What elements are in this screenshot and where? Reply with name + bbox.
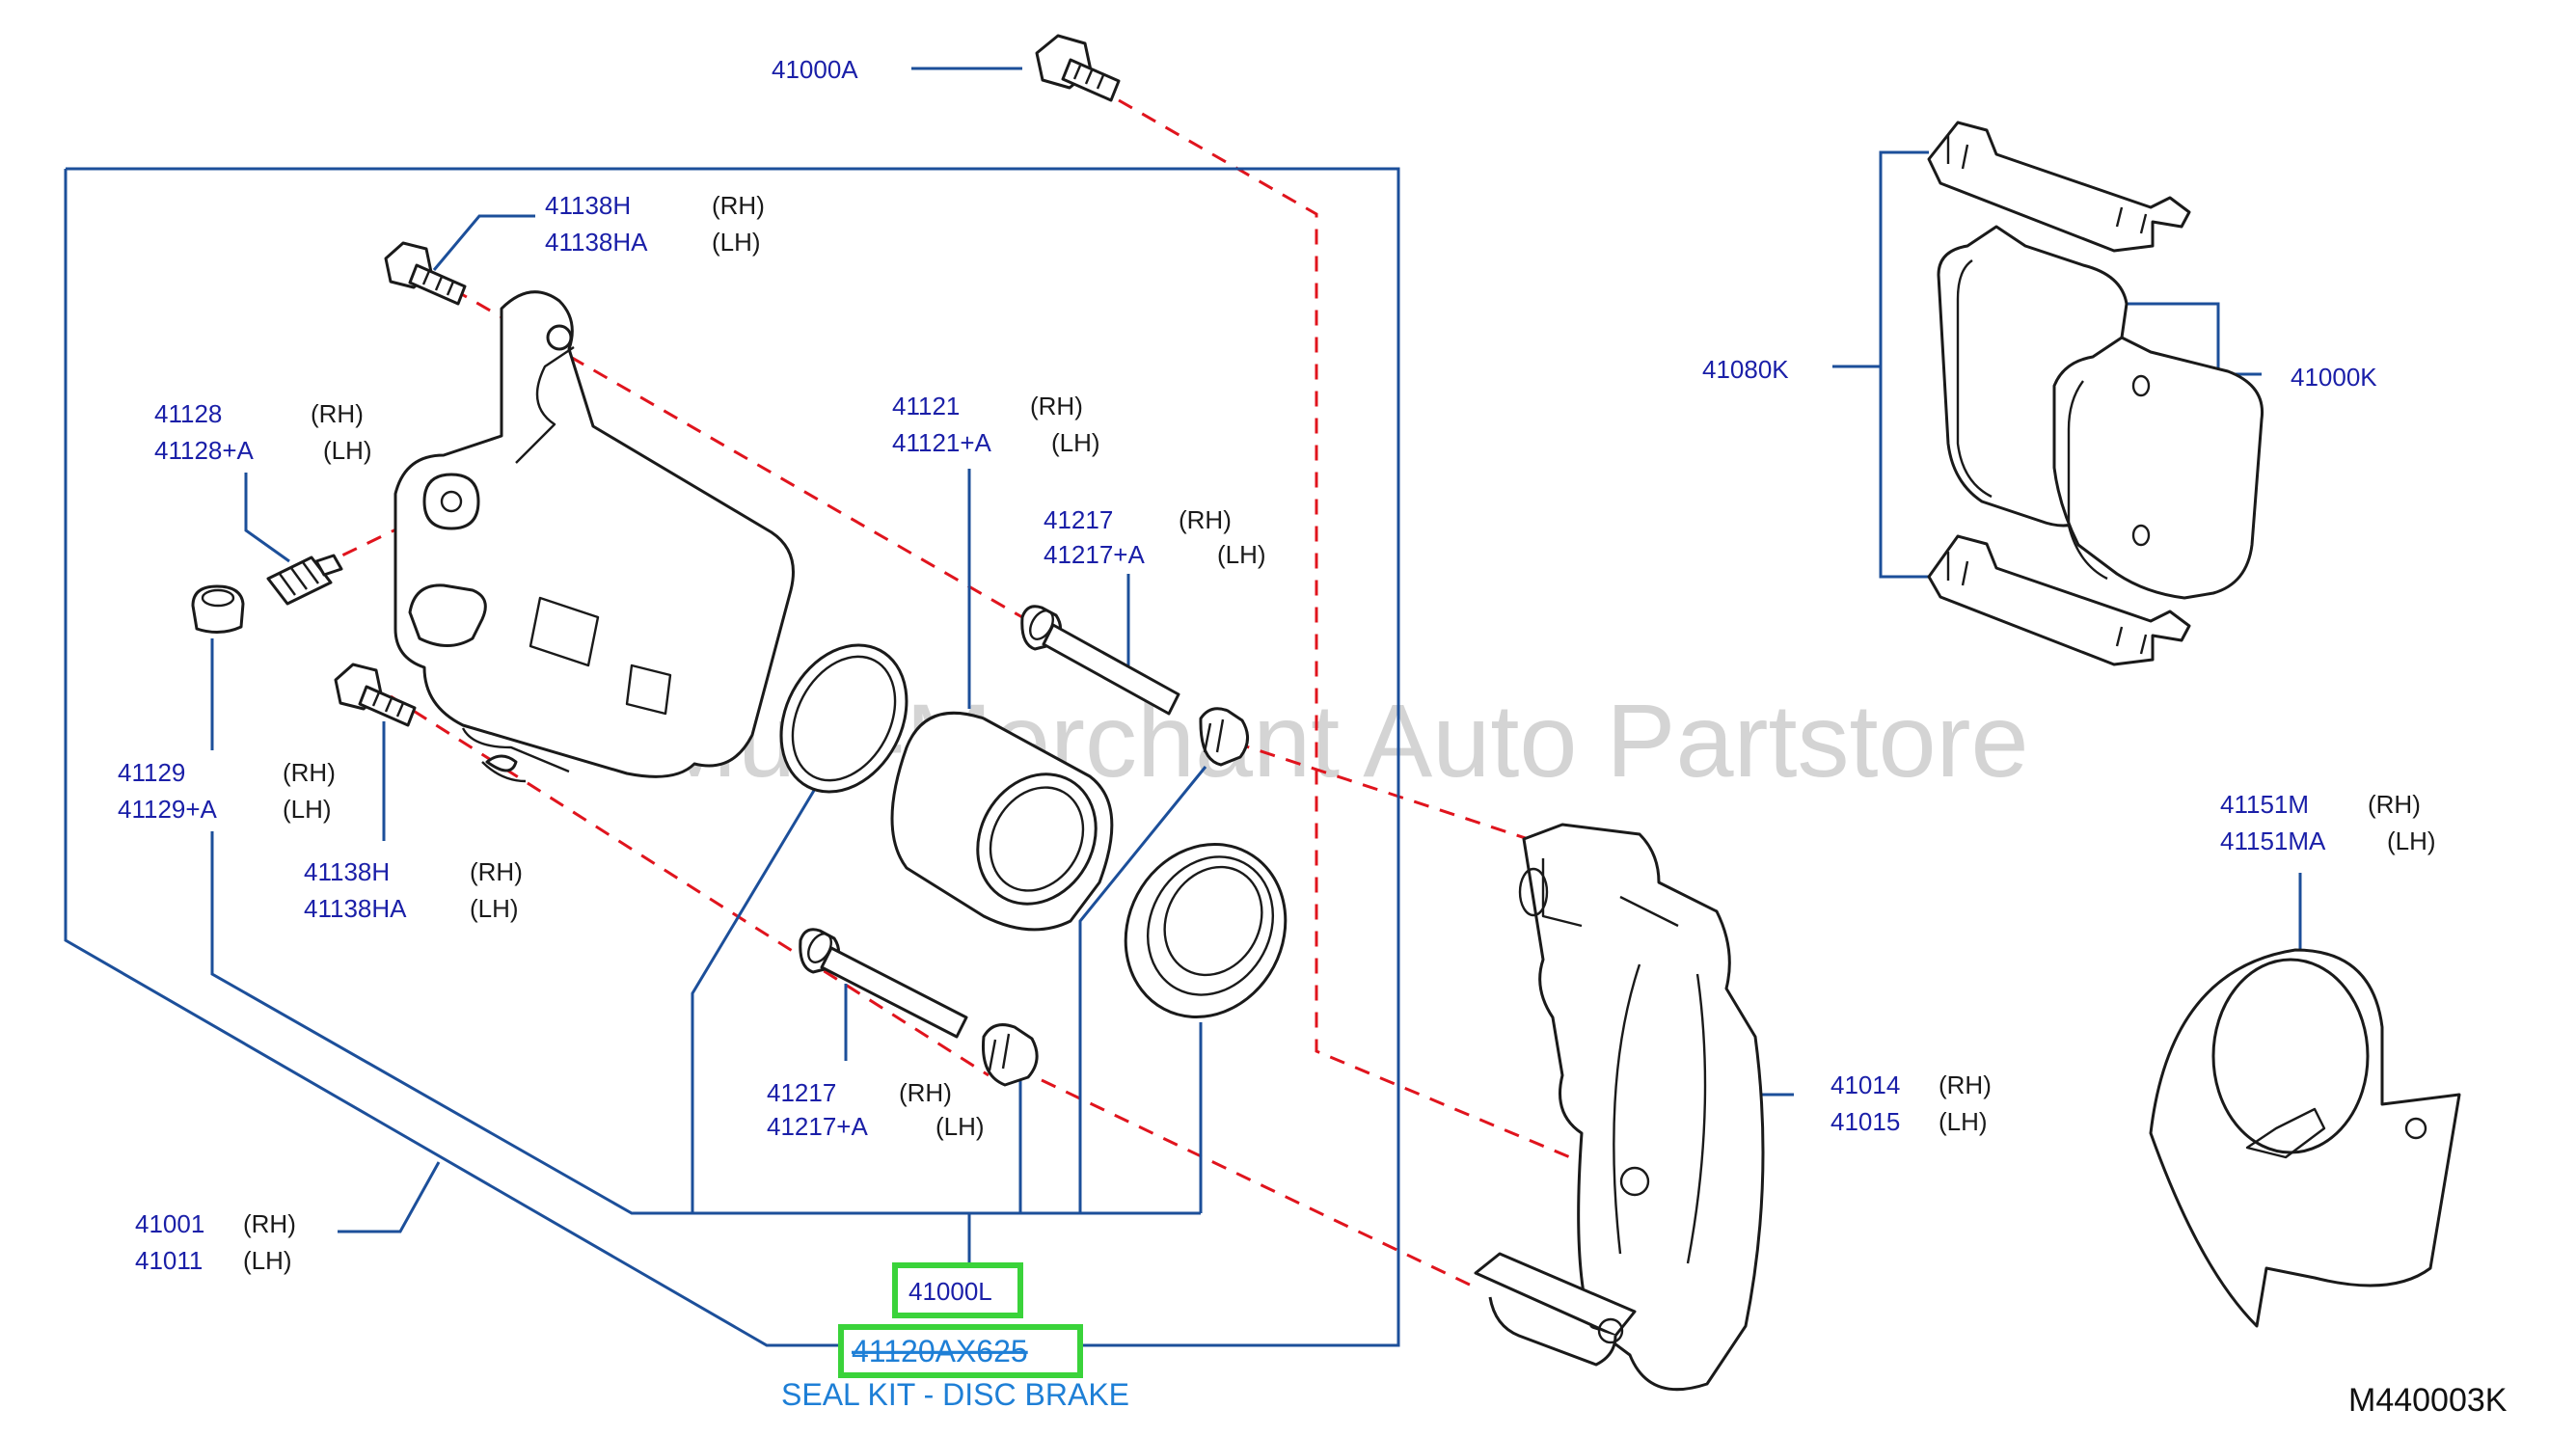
part-41015[interactable]: 41015 <box>1830 1107 1900 1136</box>
diagram-code: M440003K <box>2348 1382 2508 1419</box>
assembly-line-bracket <box>1234 741 1544 846</box>
side-lh: (LH) <box>1051 428 1100 457</box>
side-rh: (RH) <box>1179 505 1232 534</box>
piston-dust-boot <box>1124 843 1288 1018</box>
assembly-line-bracket-low <box>1041 1078 1477 1289</box>
part-41217-top[interactable]: 41217 <box>1044 505 1113 534</box>
side-rh: (RH) <box>243 1209 296 1238</box>
part-41138HA-low[interactable]: 41138HA <box>304 894 407 923</box>
part-41217-plus-a-top[interactable]: 41217+A <box>1044 540 1145 569</box>
bleeder-screw-41128 <box>266 554 343 606</box>
side-lh: (LH) <box>712 228 761 257</box>
part-41120AX625[interactable]: 41120AX625 <box>852 1334 1028 1368</box>
pad-shim-upper <box>1927 121 2191 253</box>
caliper-bracket-41014 <box>1474 823 1765 1392</box>
part-41128[interactable]: 41128 <box>154 399 222 428</box>
side-rh: (RH) <box>2368 790 2421 819</box>
part-41080K[interactable]: 41080K <box>1702 355 1789 384</box>
part-41000L[interactable]: 41000L <box>908 1277 992 1306</box>
side-lh: (LH) <box>1939 1107 1988 1136</box>
highlight-41120AX625 <box>838 1324 1083 1378</box>
part-41001[interactable]: 41001 <box>135 1209 204 1238</box>
part-41129[interactable]: 41129 <box>118 758 185 787</box>
part-41138H-low[interactable]: 41138H <box>304 857 390 886</box>
side-lh: (LH) <box>243 1246 292 1275</box>
side-rh: (RH) <box>470 857 523 886</box>
guide-pin-41217-low <box>799 928 968 1039</box>
side-rh: (RH) <box>311 399 364 428</box>
bleeder-cap-41129 <box>191 584 245 634</box>
part-41138H-top[interactable]: 41138H <box>545 191 631 220</box>
part-41129-plus-a[interactable]: 41129+A <box>118 795 218 824</box>
side-lh: (LH) <box>470 894 519 923</box>
side-lh: (LH) <box>935 1112 985 1141</box>
callouts: 41000A 41138H (RH) 41138HA (LH) 41128 (R… <box>118 55 2436 1412</box>
side-rh: (RH) <box>1939 1070 1992 1099</box>
pin-boot-lower <box>981 1023 1039 1087</box>
seal-kit-bus <box>210 831 1201 1215</box>
side-lh: (LH) <box>1217 540 1266 569</box>
bolt-41138H-low <box>334 663 417 727</box>
part-41011[interactable]: 41011 <box>135 1246 203 1275</box>
part-41000K[interactable]: 41000K <box>2291 363 2377 392</box>
highlight-41000L <box>892 1262 1023 1318</box>
part-41217-plus-a-low[interactable]: 41217+A <box>767 1112 868 1141</box>
part-41128-plus-a[interactable]: 41128+A <box>154 436 255 465</box>
side-lh: (LH) <box>2387 826 2436 855</box>
piston-41121 <box>890 711 1114 932</box>
assembly-line-bolt <box>1118 98 1583 1164</box>
guide-pin-41217-top <box>1020 605 1180 716</box>
leader-41001 <box>338 1161 441 1233</box>
bolt-41000A <box>1035 34 1121 102</box>
leader-41138H-top <box>432 214 535 271</box>
splash-shield-41151M <box>2149 948 2461 1328</box>
pad-shim-lower <box>1927 534 2191 666</box>
pin-boot-upper <box>1199 707 1249 767</box>
caliper-body <box>393 290 795 783</box>
part-41000A[interactable]: 41000A <box>772 55 858 84</box>
leader-boot-upper <box>1078 766 1207 1213</box>
leader-41128 <box>244 473 290 563</box>
part-41138HA-top[interactable]: 41138HA <box>545 228 648 257</box>
part-41151MA[interactable]: 41151MA <box>2220 826 2326 855</box>
part-41121[interactable]: 41121 <box>892 392 960 420</box>
side-rh: (RH) <box>899 1078 952 1107</box>
part-41217-low[interactable]: 41217 <box>767 1078 836 1107</box>
side-lh: (LH) <box>323 436 372 465</box>
seal-kit-description: SEAL KIT - DISC BRAKE <box>781 1377 1129 1412</box>
side-rh: (RH) <box>712 191 765 220</box>
bracket-41080K <box>1879 150 1929 579</box>
side-rh: (RH) <box>1030 392 1083 420</box>
part-41151M[interactable]: 41151M <box>2220 790 2309 819</box>
piston-seal-ring <box>779 643 908 794</box>
side-rh: (RH) <box>283 758 336 787</box>
brake-pad-41000K <box>2052 336 2264 600</box>
part-41014[interactable]: 41014 <box>1830 1070 1900 1099</box>
part-41121-plus-a[interactable]: 41121+A <box>892 428 992 457</box>
side-lh: (LH) <box>283 795 332 824</box>
bolt-41138H-top <box>384 241 467 306</box>
leader-piston-seal <box>691 788 817 1213</box>
